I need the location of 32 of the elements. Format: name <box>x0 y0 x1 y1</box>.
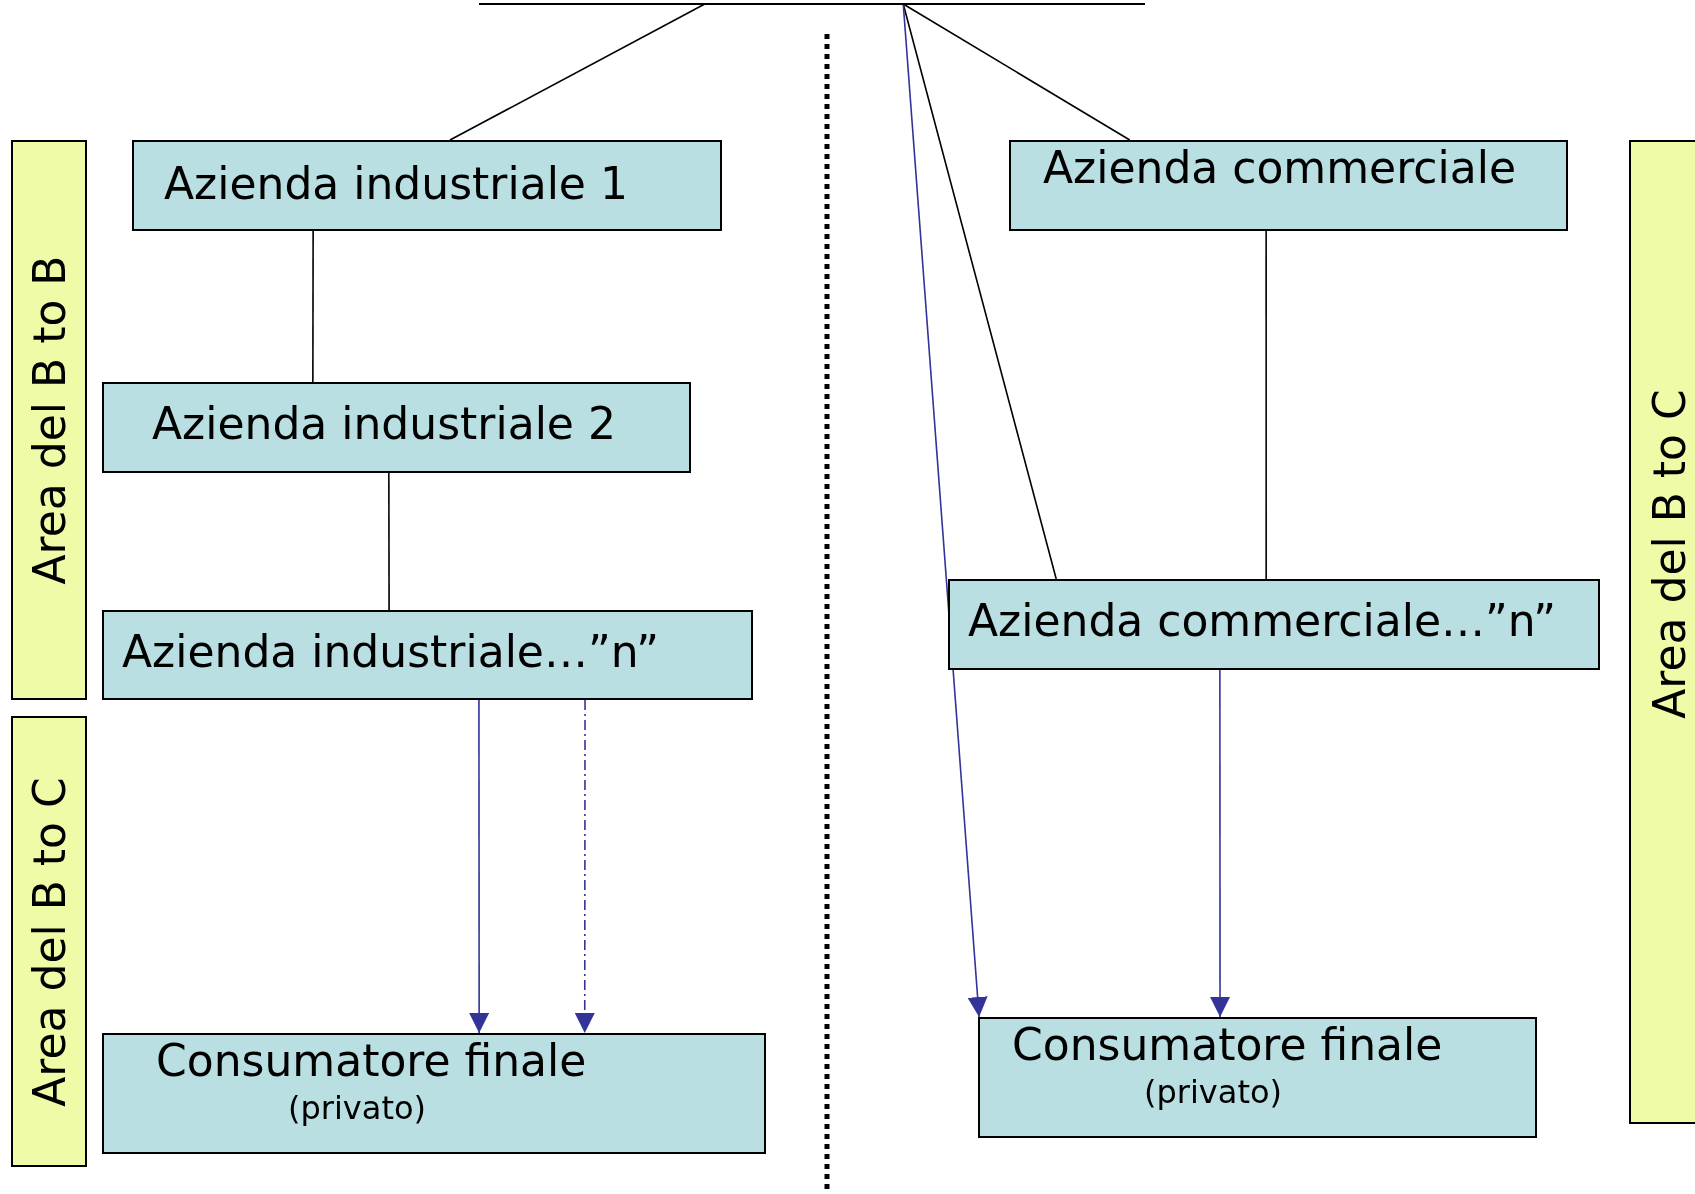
node-title: Azienda industriale 2 <box>152 398 616 449</box>
arrow <box>469 699 490 1034</box>
node-title: Consumatore finale <box>156 1035 587 1086</box>
node-title: Consumatore finale <box>1012 1019 1443 1070</box>
area-band <box>11 140 87 700</box>
process-box <box>1009 140 1568 231</box>
node-title: Azienda commerciale <box>1043 142 1516 193</box>
process-box <box>102 610 753 700</box>
process-box <box>948 579 1600 670</box>
arrow <box>1210 669 1231 1018</box>
connector-line <box>388 472 390 611</box>
arrow <box>902 3 988 1018</box>
area-band <box>11 716 87 1167</box>
process-box <box>102 1033 766 1154</box>
area-label: Area del B to C <box>1643 388 1695 719</box>
area-band <box>1629 140 1695 1124</box>
connector-line <box>449 3 706 141</box>
node-subtitle: (privato) <box>288 1089 426 1127</box>
node-title: Azienda commerciale…”n” <box>968 595 1557 646</box>
connector-line <box>1265 230 1267 580</box>
arrow <box>574 699 595 1034</box>
connector-line <box>312 230 314 383</box>
area-label: Area del B to C <box>23 776 75 1107</box>
area-label: Area del B to B <box>23 255 75 585</box>
node-title: Azienda industriale 1 <box>164 158 628 209</box>
node-title: Azienda industriale…”n” <box>122 626 659 677</box>
process-box <box>978 1017 1537 1138</box>
connector-line <box>902 3 1058 580</box>
node-subtitle: (privato) <box>1144 1073 1282 1111</box>
process-box <box>102 382 691 473</box>
process-box <box>132 140 722 231</box>
connector-line <box>902 3 1131 141</box>
